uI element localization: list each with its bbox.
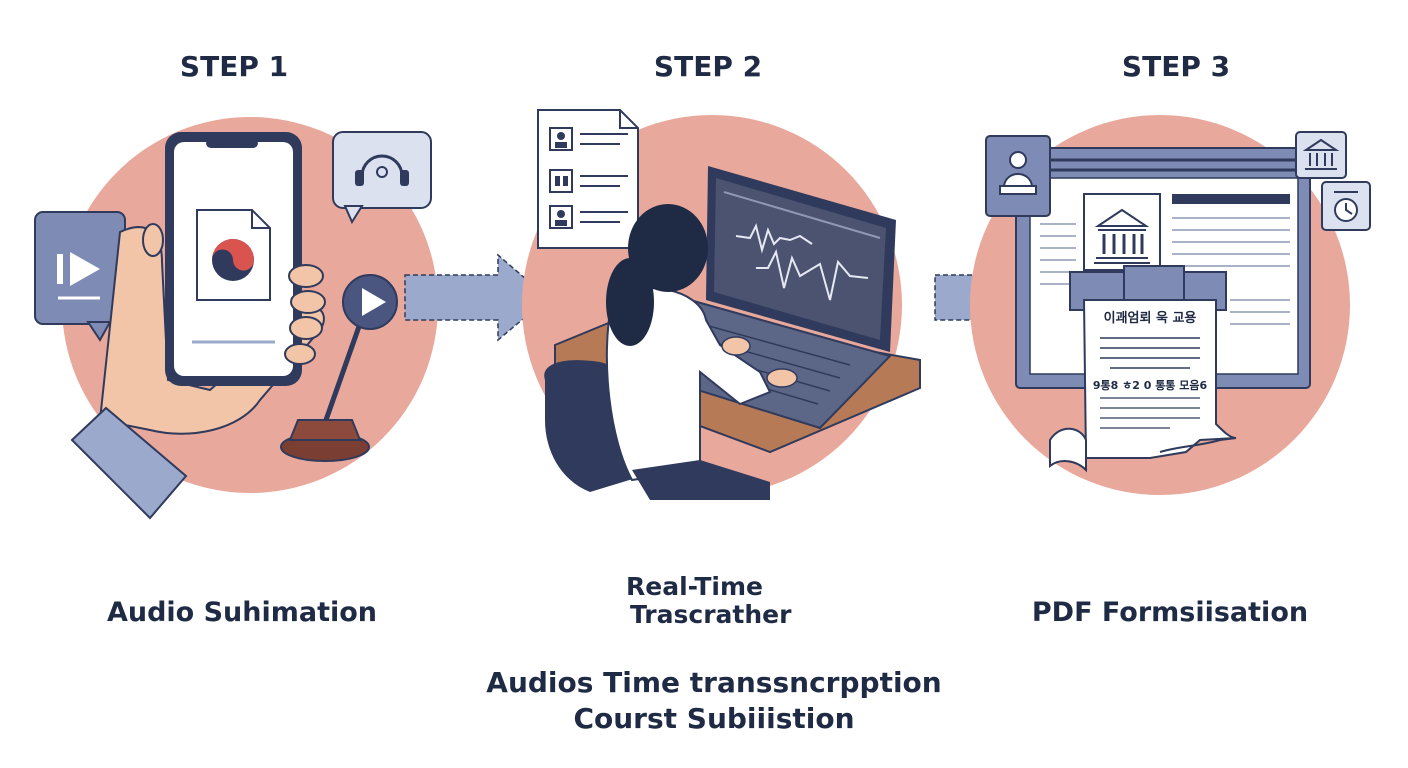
- footer-line2: Courst Subiiistion: [573, 701, 855, 735]
- footer-caption: Audios Time transsncrpption Courst Subii…: [404, 665, 1024, 737]
- step3-label: PDF Formsiisation: [1031, 597, 1309, 628]
- play-button-icon: [342, 274, 398, 330]
- headphones-bubble-icon: [332, 131, 432, 225]
- play-bubble-icon: [34, 211, 126, 342]
- step3-illustration: 이괘엄뢰 욱 교용 9통8 ㅎ2 0 통통 모음6: [970, 115, 1371, 495]
- fingers: [142, 223, 326, 365]
- step2-label-line2: Trascrather: [630, 600, 792, 629]
- step3-title: STEP 3: [1121, 50, 1231, 83]
- step2-label: Real-Time Trascrather: [560, 573, 820, 629]
- courthouse-icon: [1083, 193, 1161, 271]
- person-icon: [605, 204, 798, 500]
- judge-icon: [985, 135, 1051, 217]
- waveform-icon: [735, 223, 869, 301]
- audio-file-icon: [196, 209, 271, 301]
- step1-title: STEP 1: [179, 50, 289, 83]
- pdf-document-icon: 이괘엄뢰 욱 교용 9통8 ㅎ2 0 통통 모음6: [1049, 265, 1237, 473]
- courthouse-badge-icon: [1295, 131, 1347, 179]
- document-line: 9통8 ㅎ2 0 통통 모음6: [1093, 379, 1208, 392]
- step2-illustration: [522, 109, 921, 500]
- step1-illustration: [34, 117, 438, 520]
- step2-label-line1: Real-Time: [626, 572, 763, 601]
- resume-document-icon: [537, 109, 639, 249]
- microphone-icon: [280, 317, 370, 462]
- step2-title: STEP 2: [653, 50, 763, 83]
- smartphone: [165, 132, 302, 386]
- footer-line1: Audios Time transsncrpption: [486, 666, 942, 699]
- sleeve: [70, 406, 188, 520]
- document-heading: 이괘엄뢰 욱 교용: [1104, 310, 1197, 326]
- clock-icon: [1321, 181, 1371, 231]
- step1-label: Audio Suhimation: [106, 597, 378, 628]
